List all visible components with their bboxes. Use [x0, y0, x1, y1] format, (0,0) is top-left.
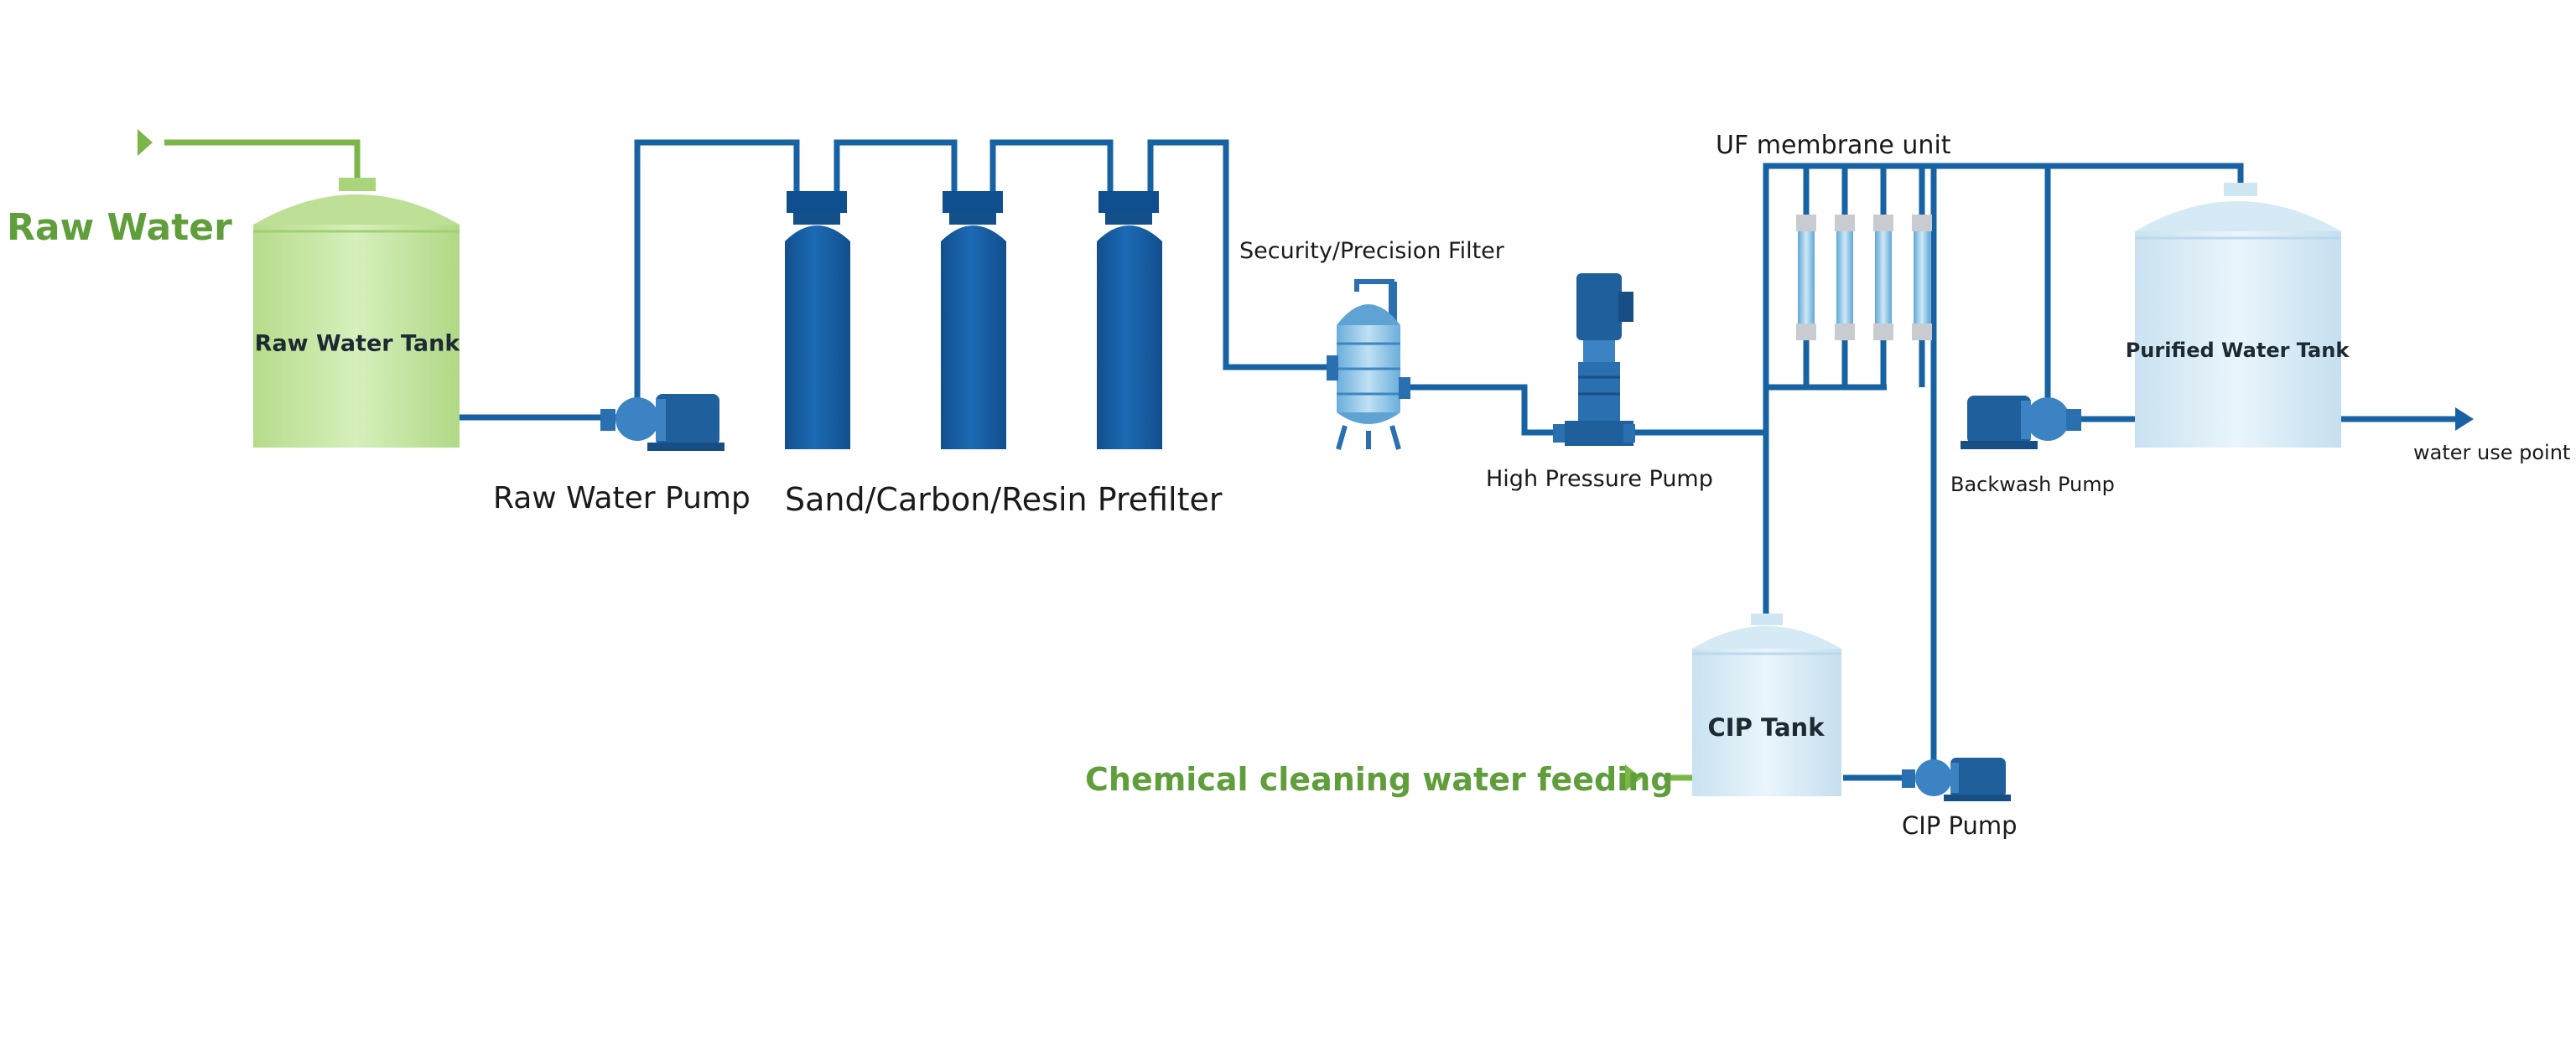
pipe-network: [460, 139, 2455, 781]
raw-water-pump-label: Raw Water Pump: [493, 481, 750, 515]
raw-water-feed-line: [138, 129, 361, 183]
pipe-prefilter-2-to-3: [989, 139, 1114, 198]
uf-membrane-2: [1835, 215, 1855, 340]
pipe-pump-to-prefilters: [634, 139, 800, 402]
raw-water-label: Raw Water: [7, 206, 232, 249]
prefilter-vessel-resin: [1097, 191, 1162, 449]
prefilter-vessels: [785, 191, 1162, 449]
pipe-prefilter-1-to-2: [834, 139, 958, 198]
water-use-outlet-arrow-icon: [2455, 407, 2474, 431]
water-use-point-label: water use point: [2413, 441, 2571, 464]
chemical-feed-label: Chemical cleaning water feeding: [1085, 761, 1674, 798]
prefilter-vessel-carbon: [941, 191, 1006, 449]
raw-water-pump: [600, 394, 724, 451]
uf-membrane-unit: [1796, 215, 1932, 340]
raw-water-tank: [253, 178, 460, 448]
raw-water-tank-label: Raw Water Tank: [254, 330, 460, 357]
uf-membrane-1: [1796, 215, 1816, 340]
raw-water-inlet-arrow-icon: [138, 129, 153, 156]
cip-tank-label: CIP Tank: [1707, 713, 1825, 742]
pipe-uf-branches: [1803, 166, 1925, 387]
security-precision-filter: [1327, 279, 1410, 450]
cip-tank: [1692, 614, 1841, 796]
cip-pump: [1902, 758, 2011, 801]
purified-water-tank-label: Purified Water Tank: [2125, 339, 2350, 362]
chemical-inlet-arrow-icon: [1625, 764, 1642, 791]
backwash-pump-label: Backwash Pump: [1950, 473, 2115, 496]
prefilter-vessel-sand: [785, 191, 850, 449]
pipe-security-filter-to-hp-pump: [1402, 384, 1560, 436]
uf-membrane-unit-label: UF membrane unit: [1716, 131, 1951, 160]
pipe-prefilter-to-security-filter: [1147, 139, 1333, 370]
security-filter-label: Security/Precision Filter: [1239, 238, 1504, 264]
high-pressure-pump: [1553, 273, 1635, 446]
pipe-uf-top-manifold: [1763, 163, 2244, 387]
pipe-uf-bottom-manifold: [1763, 384, 1887, 619]
high-pressure-pump-label: High Pressure Pump: [1486, 466, 1713, 492]
prefilter-label: Sand/Carbon/Resin Prefilter: [785, 481, 1223, 518]
backwash-pump: [1961, 396, 2081, 449]
uf-membrane-3: [1873, 215, 1893, 340]
uf-membrane-4: [1912, 215, 1932, 340]
cip-pump-label: CIP Pump: [1902, 811, 2018, 840]
purified-water-tank: [2135, 183, 2341, 448]
chemical-feed-line: [1625, 764, 1694, 791]
